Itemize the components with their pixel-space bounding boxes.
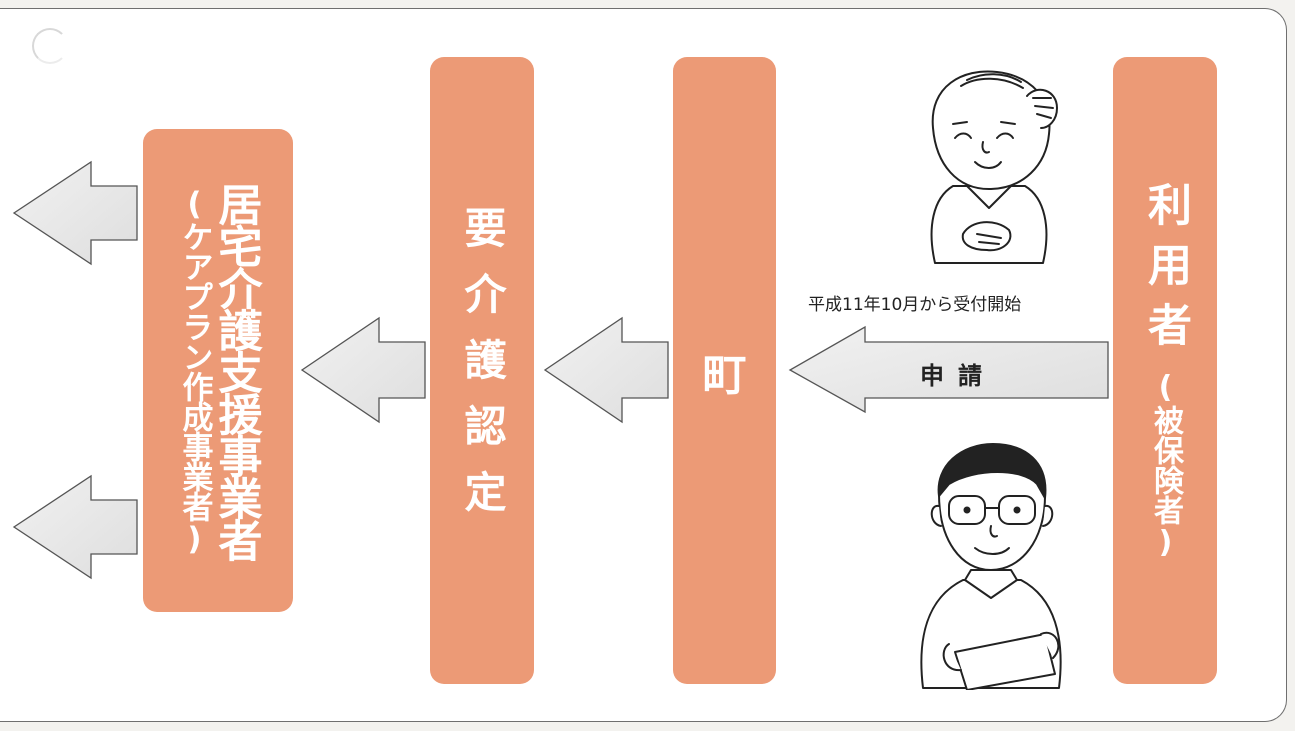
punch-hole-mark (32, 28, 68, 64)
application-arrow (788, 325, 1109, 414)
man-with-glasses-illustration (920, 443, 1062, 690)
arrow-town-to-certification (543, 316, 669, 424)
town-box: 町 (673, 57, 776, 684)
care-manager-box-label: 居宅介護支援事業者 (210, 181, 262, 560)
care-manager-box: 居宅介護支援事業者 (ケアプラン作成事業者) (143, 129, 293, 612)
application-arrow-label: 申請 (920, 362, 996, 390)
care-manager-box-sublabel: (ケアプラン作成事業者) (176, 185, 213, 556)
town-box-label: 町 (702, 349, 747, 401)
arrow-outward-lower (12, 474, 138, 580)
arrow-outward-upper (12, 160, 138, 266)
user-box: 利用者 (被保険者) (1113, 57, 1217, 684)
certification-box-label: 要介護認定 (458, 205, 507, 536)
elderly-woman-illustration (930, 70, 1058, 264)
arrow-certification-to-care-manager (300, 316, 426, 424)
application-note: 平成11年10月から受付開始 (808, 295, 1022, 315)
user-box-sublabel: (被保険者) (1148, 369, 1183, 560)
user-box-label: 利用者 (1140, 181, 1191, 362)
certification-box: 要介護認定 (430, 57, 534, 684)
